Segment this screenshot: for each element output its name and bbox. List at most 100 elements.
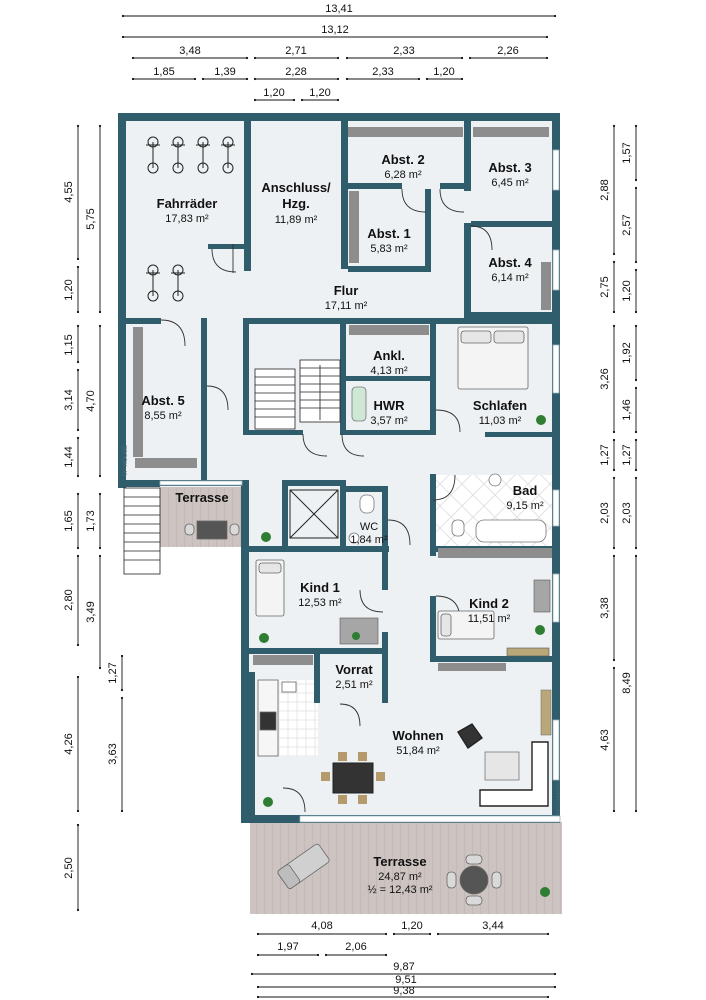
dim-left-5: 1,44 bbox=[63, 446, 75, 467]
dim-right-outer-4: 1,92 bbox=[621, 342, 633, 363]
dim-right-outer-7: 2,03 bbox=[621, 502, 633, 523]
room-name-anschluss-2: Hzg. bbox=[282, 196, 309, 211]
dim-left-inner-6: 3,63 bbox=[107, 743, 119, 764]
wall-bike-right bbox=[244, 121, 251, 271]
wall-wc-top bbox=[346, 486, 388, 492]
dim-left-6: 1,65 bbox=[63, 510, 75, 531]
shelves bbox=[133, 127, 552, 671]
wall-kind1-bottom bbox=[243, 648, 320, 654]
wall-kind2-bottom bbox=[430, 656, 555, 662]
wall-abst4-bottom bbox=[464, 312, 560, 318]
wall-elevator-top bbox=[282, 480, 344, 486]
dimensions-top-labels: 13,41 13,12 3,48 2,71 2,33 2,26 1,85 1,3… bbox=[153, 3, 518, 99]
doors bbox=[160, 188, 493, 813]
bike-icon bbox=[196, 136, 210, 174]
room-name-hwr: HWR bbox=[373, 398, 405, 413]
sideboard-kind2 bbox=[506, 647, 550, 657]
wall-abst3-left bbox=[464, 121, 471, 191]
desk-kind2 bbox=[533, 579, 551, 613]
bike-icon bbox=[146, 264, 160, 302]
dining-table bbox=[321, 752, 385, 804]
dim-right-3: 3,26 bbox=[599, 368, 611, 389]
stairs bbox=[254, 359, 341, 430]
dim-top-9: 1,20 bbox=[433, 66, 454, 78]
wall-wc-right bbox=[382, 486, 388, 550]
dim-left-inner-5: 1,27 bbox=[107, 662, 119, 683]
dim-left-inner-4: 3,49 bbox=[85, 601, 97, 622]
door-stair bbox=[302, 433, 328, 457]
dim-top-4: 2,26 bbox=[497, 45, 518, 57]
dimensions-left-labels: 4,55 1,20 1,15 3,14 1,44 1,65 2,80 4,26 … bbox=[63, 181, 119, 878]
room-name-flur: Flur bbox=[334, 283, 359, 298]
room-name-kind1: Kind 1 bbox=[300, 580, 340, 595]
wall-top bbox=[118, 113, 560, 121]
bath-fixtures bbox=[348, 386, 547, 544]
room-name-wohnen: Wohnen bbox=[392, 728, 443, 743]
room-name-abst2: Abst. 2 bbox=[381, 152, 424, 167]
wall-wohnen-left-inner bbox=[249, 672, 255, 822]
wall-abst2-bottom bbox=[348, 183, 402, 189]
dim-right-7: 4,63 bbox=[599, 729, 611, 750]
dim-bottom-7: 9,51 bbox=[395, 974, 416, 986]
room-area-abst5: 8,55 m² bbox=[144, 410, 182, 422]
door-abst5 bbox=[160, 319, 186, 347]
shelf-wohnen-top bbox=[438, 663, 506, 671]
dim-top-8: 2,33 bbox=[372, 66, 393, 78]
windows bbox=[159, 149, 561, 823]
dim-left-4: 3,14 bbox=[63, 389, 75, 410]
shelf-abst2 bbox=[348, 127, 463, 137]
dim-bottom-2: 1,20 bbox=[401, 920, 422, 932]
room-name-terrasse-big: Terrasse bbox=[373, 854, 426, 869]
wall-right-upper bbox=[552, 113, 560, 318]
dim-right-outer-8: 8,49 bbox=[621, 672, 633, 693]
beds bbox=[255, 326, 529, 640]
dim-left-7: 2,80 bbox=[63, 589, 75, 610]
door-abst3 bbox=[439, 188, 465, 213]
wall-schlafen-top bbox=[436, 318, 552, 324]
dim-left-9: 2,50 bbox=[63, 857, 75, 878]
dim-left-inner-3: 1,73 bbox=[85, 510, 97, 531]
wall-kind2-left bbox=[430, 596, 436, 662]
toilet-wc bbox=[359, 494, 375, 514]
room-name-abst5: Abst. 5 bbox=[141, 393, 184, 408]
door-vorrat bbox=[339, 703, 361, 727]
shelf-abst5-left bbox=[133, 327, 143, 457]
shelf-abst1 bbox=[349, 191, 359, 263]
dimensions-right bbox=[612, 124, 638, 813]
dim-top-10: 1,20 bbox=[263, 87, 284, 99]
room-name-anschluss: Anschluss/ bbox=[261, 180, 331, 195]
room-area-kind1: 12,53 m² bbox=[298, 597, 342, 609]
wall-abst2-left bbox=[341, 121, 348, 269]
dim-right-outer-6: 1,27 bbox=[621, 444, 633, 465]
wall-bottom-left bbox=[118, 480, 160, 487]
wall-vorrat-left bbox=[314, 648, 320, 703]
door-kind1 bbox=[359, 589, 384, 613]
dim-total-width-top: 13,41 bbox=[325, 3, 353, 15]
dimensions-right-labels: 2,88 2,75 3,26 1,27 2,03 3,38 4,63 1,57 … bbox=[599, 142, 633, 750]
room-area-hwr: 3,57 m² bbox=[370, 415, 408, 427]
dim-bottom-6: 9,87 bbox=[393, 961, 414, 973]
plants bbox=[259, 415, 550, 897]
single-bed-kind1 bbox=[255, 559, 285, 617]
dim-inner-width-top: 13,12 bbox=[321, 24, 349, 36]
plant-icon bbox=[261, 532, 271, 542]
dim-bottom-4: 1,97 bbox=[277, 941, 298, 953]
wall-bad-left bbox=[430, 474, 436, 556]
shelf-abst4 bbox=[541, 262, 551, 310]
dim-right-5: 2,03 bbox=[599, 502, 611, 523]
watermark-right: McGrundriss bbox=[556, 781, 562, 815]
bathtub bbox=[475, 519, 547, 543]
wall-left-upper bbox=[118, 113, 126, 488]
bikes bbox=[146, 136, 235, 302]
room-name-terrasse-small: Terrasse bbox=[175, 490, 228, 505]
wall-abst1-right bbox=[425, 189, 431, 269]
dim-right-2: 2,75 bbox=[599, 276, 611, 297]
desks bbox=[339, 579, 551, 657]
dimensions-top bbox=[121, 14, 557, 102]
terrace-furniture bbox=[184, 520, 502, 906]
dim-top-6: 1,39 bbox=[214, 66, 235, 78]
shelf-abst3 bbox=[473, 127, 549, 137]
shelf-kind2 bbox=[438, 548, 552, 558]
plant-icon bbox=[540, 887, 550, 897]
room-labels: Fahrräder 17,83 m² Anschluss/ Hzg. 11,89… bbox=[141, 152, 544, 896]
